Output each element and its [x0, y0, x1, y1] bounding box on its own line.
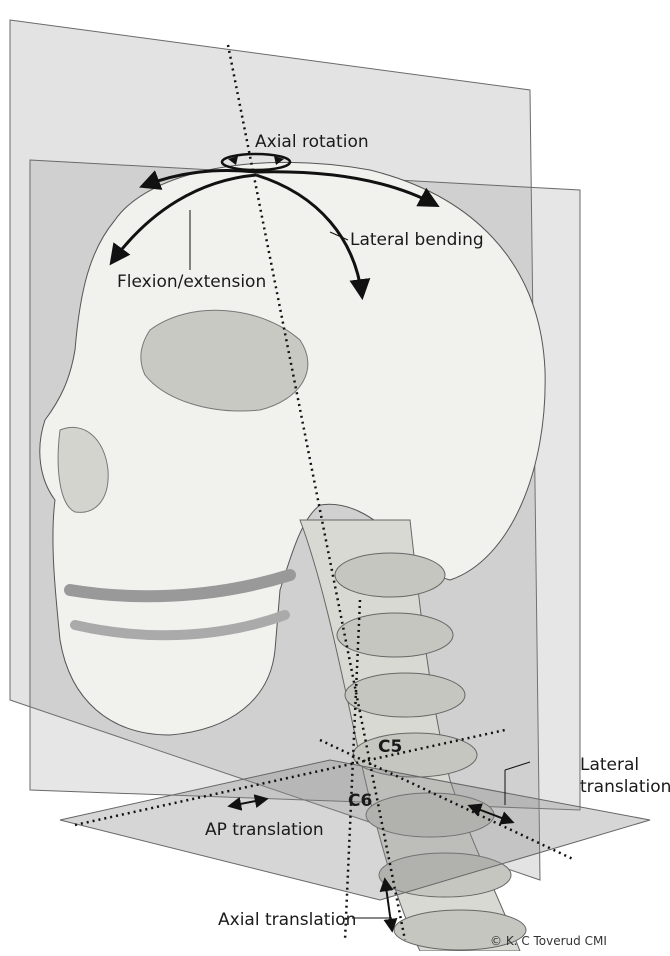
label-c6: C6: [348, 791, 372, 811]
label-lateral-bending: Lateral bending: [350, 230, 484, 250]
label-axial-rotation: Axial rotation: [255, 132, 369, 152]
label-translation: translation: [580, 777, 670, 797]
label-lateral: Lateral: [580, 755, 639, 775]
label-ap-translation: AP translation: [205, 820, 324, 840]
label-flexion-extension: Flexion/extension: [117, 272, 266, 292]
credit-text: © K. C Toverud CMI: [490, 934, 607, 948]
label-c5: C5: [378, 737, 402, 757]
label-axial-translation: Axial translation: [218, 910, 356, 930]
